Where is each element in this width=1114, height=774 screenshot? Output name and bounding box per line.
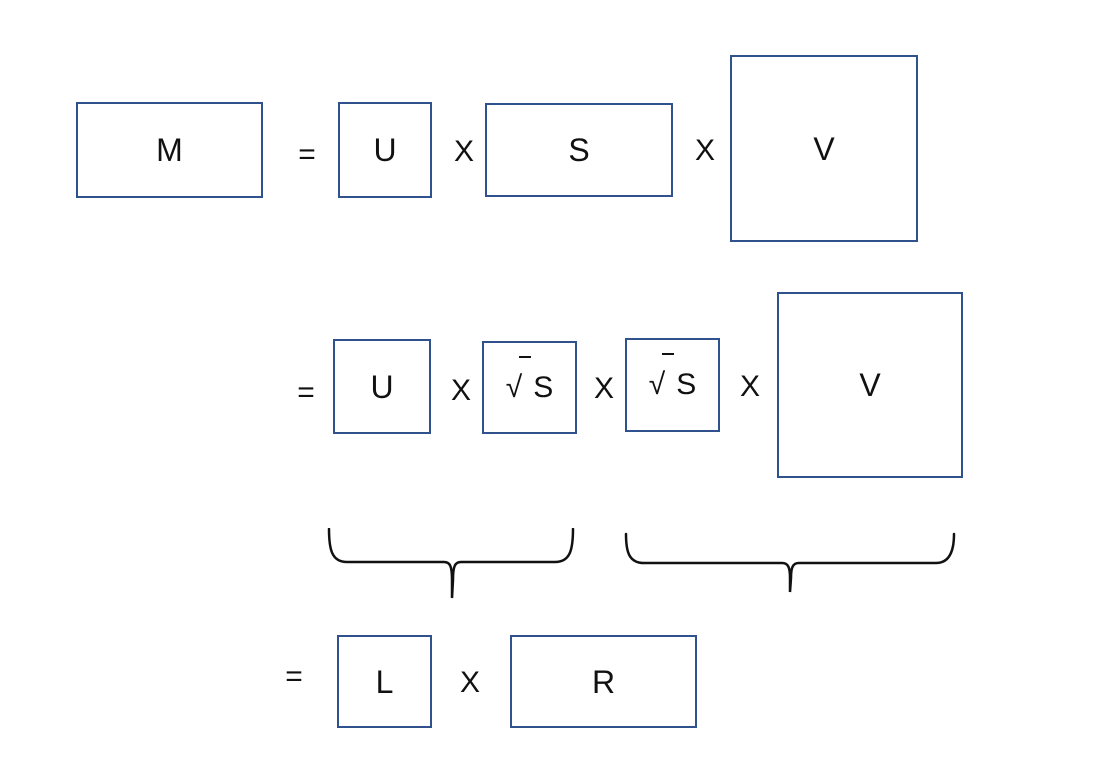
matrix-v-label-row2: V — [859, 367, 881, 403]
matrix-u-label-row2: U — [370, 368, 394, 405]
equals-sign-row2: = — [297, 376, 315, 409]
matrix-u-box-row1: U — [338, 102, 432, 198]
matrix-l-box: L — [337, 635, 432, 728]
matrix-l-label: L — [375, 663, 394, 700]
radical-sign-2: √ — [648, 368, 666, 401]
matrix-r-label: R — [591, 663, 616, 700]
matrix-u-label-row1: U — [373, 132, 397, 168]
matrix-s-label: S — [568, 132, 590, 168]
radical-vinculum-1 — [519, 355, 532, 378]
matrix-v-box-row1: V — [730, 55, 918, 242]
matrix-s-box: S — [485, 103, 673, 197]
sqrt-s-letter-2: S — [676, 368, 697, 401]
sqrt-s-label-1: √ S — [505, 355, 554, 404]
sqrt-s-letter-1: S — [533, 370, 554, 404]
equals-sign-row1: = — [298, 138, 316, 171]
underbrace-left — [327, 528, 575, 602]
matrix-v-label-row1: V — [813, 130, 835, 167]
multiply-sign-row1-1: X — [453, 135, 475, 168]
radical-sign-1: √ — [505, 370, 523, 404]
radical-vinculum-2 — [662, 353, 675, 375]
sqrt-s-label-2: √ S — [648, 353, 697, 401]
sqrt-s-box-1: √ S — [482, 341, 577, 434]
underbrace-right — [624, 532, 956, 595]
multiply-sign-row2-3: X — [739, 370, 761, 403]
matrix-r-box: R — [510, 635, 697, 728]
sqrt-s-box-2: √ S — [625, 338, 720, 432]
multiply-sign-row2-2: X — [593, 372, 615, 405]
multiply-sign-row1-2: X — [694, 134, 716, 167]
equals-sign-row3: = — [285, 660, 303, 693]
matrix-m-label: M — [156, 132, 183, 168]
multiply-sign-row3: X — [459, 666, 481, 699]
multiply-sign-row2-1: X — [450, 374, 472, 407]
matrix-u-box-row2: U — [333, 339, 431, 434]
matrix-v-box-row2: V — [777, 292, 963, 478]
matrix-m-box: M — [76, 102, 263, 198]
